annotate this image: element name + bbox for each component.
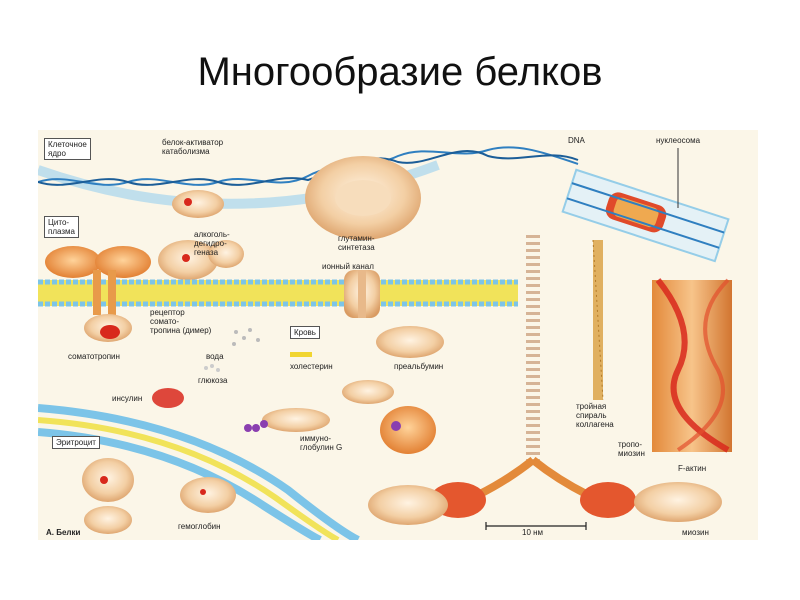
prealbumin xyxy=(376,326,444,358)
protein-diversity-figure: Клеточное ядро белок-активатор катаболиз… xyxy=(38,130,758,540)
myosin-helix xyxy=(368,235,722,525)
activator-protein xyxy=(172,190,224,218)
label-somatotropin: соматотропин xyxy=(68,352,120,361)
label-nucleosome: нуклеосома xyxy=(656,136,701,145)
page-title: Многообразие белков xyxy=(197,50,603,94)
label-scale: 10 нм xyxy=(522,528,544,537)
label-myosin: миозин xyxy=(682,528,709,537)
label-glucose: глюкоза xyxy=(198,376,228,385)
label-adh: алкоголь- дегидро- геназа xyxy=(194,230,230,257)
label-tropomyosin: тропо- миозин xyxy=(618,440,645,458)
label-immunoglobulin: иммуно- глобулин G xyxy=(300,434,343,452)
collagen-triple-helix xyxy=(592,239,604,401)
dna-helix xyxy=(38,146,579,186)
label-ion-channel: ионный канал xyxy=(322,262,374,271)
f-actin-fiber xyxy=(652,278,732,453)
ion-channel xyxy=(344,270,380,318)
label-collagen: тройная спираль коллагена xyxy=(576,402,614,429)
label-cell-nucleus: Клеточное ядро xyxy=(44,138,91,160)
label-actin: F-актин xyxy=(678,464,707,473)
label-erythrocyte: Эритроцит xyxy=(52,436,100,449)
label-blood: Кровь xyxy=(290,326,320,339)
label-hemoglobin: гемоглобин xyxy=(178,522,221,531)
label-activator: белок-активатор катаболизма xyxy=(162,138,224,156)
nucleosome xyxy=(561,168,730,263)
label-water: вода xyxy=(206,352,224,361)
scale-bar xyxy=(485,522,587,530)
label-dna: DNA xyxy=(568,136,585,145)
glucose-molecules xyxy=(204,364,220,372)
label-receptor: рецептор сомато- тропина (димер) xyxy=(150,308,212,335)
water-molecules xyxy=(232,328,260,346)
somatotropin-receptor xyxy=(45,246,151,342)
label-insulin: инсулин xyxy=(112,394,143,403)
cell-membrane xyxy=(38,279,518,307)
immunoglobulin-g xyxy=(244,380,436,454)
label-prealbumin: преальбумин xyxy=(394,362,444,371)
label-glutamine: глутамин- синтетаза xyxy=(338,234,375,252)
cholesterol-molecule xyxy=(290,352,312,357)
protein-illustration xyxy=(38,146,732,540)
hemoglobin-molecules xyxy=(82,458,236,534)
insulin xyxy=(152,388,184,408)
label-cholesterol: холестерин xyxy=(290,362,333,371)
label-cytoplasm: Цито- плазма xyxy=(44,216,79,238)
label-proteins: А. Белки xyxy=(46,528,81,537)
